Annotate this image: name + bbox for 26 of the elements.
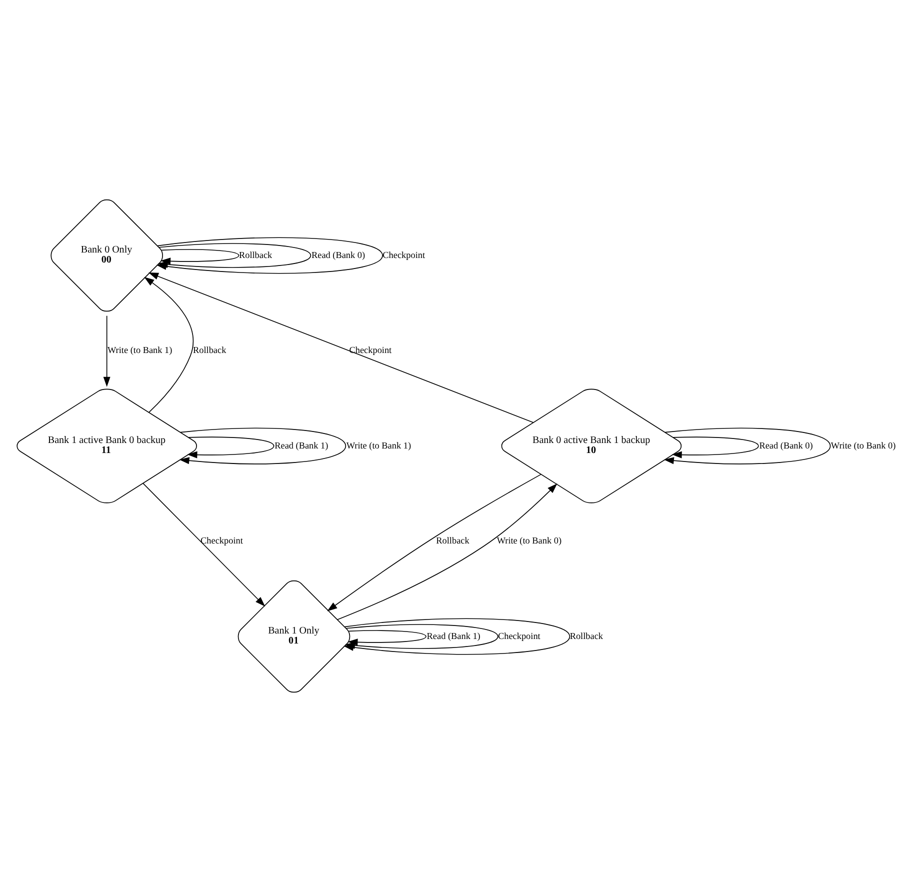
edge-label: Rollback — [436, 536, 470, 546]
edge-label: Rollback — [570, 630, 604, 641]
edge-label: Read (Bank 0) — [311, 250, 366, 260]
arrow — [327, 474, 542, 612]
arrow — [664, 428, 831, 464]
edge-label: Checkpoint — [200, 536, 243, 546]
arrow — [142, 483, 266, 607]
edge-label: Write (to Bank 1) — [107, 345, 172, 356]
arrow — [103, 315, 110, 387]
arrow — [148, 272, 534, 423]
arrow — [672, 436, 759, 458]
edge-label: Read (Bank 1) — [274, 440, 328, 450]
edge-label: Rollback — [193, 345, 226, 356]
edge-label: Read (Bank 1) — [426, 630, 480, 641]
arrow — [337, 483, 558, 620]
edge-label: Write (to Bank 1) — [346, 440, 412, 450]
arrow — [187, 436, 274, 458]
edge-label: Rollback — [238, 250, 272, 260]
edge-label: Write (to Bank 0) — [830, 440, 896, 450]
edge-label: Write (to Bank 0) — [496, 536, 562, 546]
edge-label: Read (Bank 0) — [759, 440, 813, 450]
arrow — [179, 428, 346, 464]
edge-label: Checkpoint — [382, 250, 426, 260]
arrow — [144, 277, 194, 413]
edge-label: Checkpoint — [498, 630, 540, 641]
edge-label: Checkpoint — [349, 345, 392, 356]
